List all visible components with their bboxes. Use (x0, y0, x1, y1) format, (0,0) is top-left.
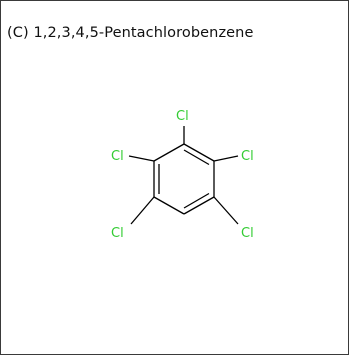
ring-bonds (128, 126, 239, 225)
bond-to-cl (213, 155, 239, 162)
bond-to-cl (130, 196, 155, 225)
chlorine-atom-label: Cl (176, 109, 189, 124)
bond-to-cl (213, 196, 239, 225)
compound-caption: (C) 1,2,3,4,5-Pentachlorobenzene (7, 25, 254, 41)
bond-to-cl (128, 155, 155, 162)
double-bond-inner (183, 192, 210, 209)
chlorine-atom-label: Cl (241, 226, 254, 241)
bond (153, 143, 185, 162)
chlorine-atom-label: Cl (111, 226, 124, 241)
bond (183, 143, 215, 162)
chlorine-atom-label: Cl (111, 149, 124, 164)
double-bond-inner (183, 149, 210, 166)
bond (183, 196, 215, 215)
chlorine-atom-label: Cl (241, 149, 254, 164)
bond (153, 196, 185, 215)
